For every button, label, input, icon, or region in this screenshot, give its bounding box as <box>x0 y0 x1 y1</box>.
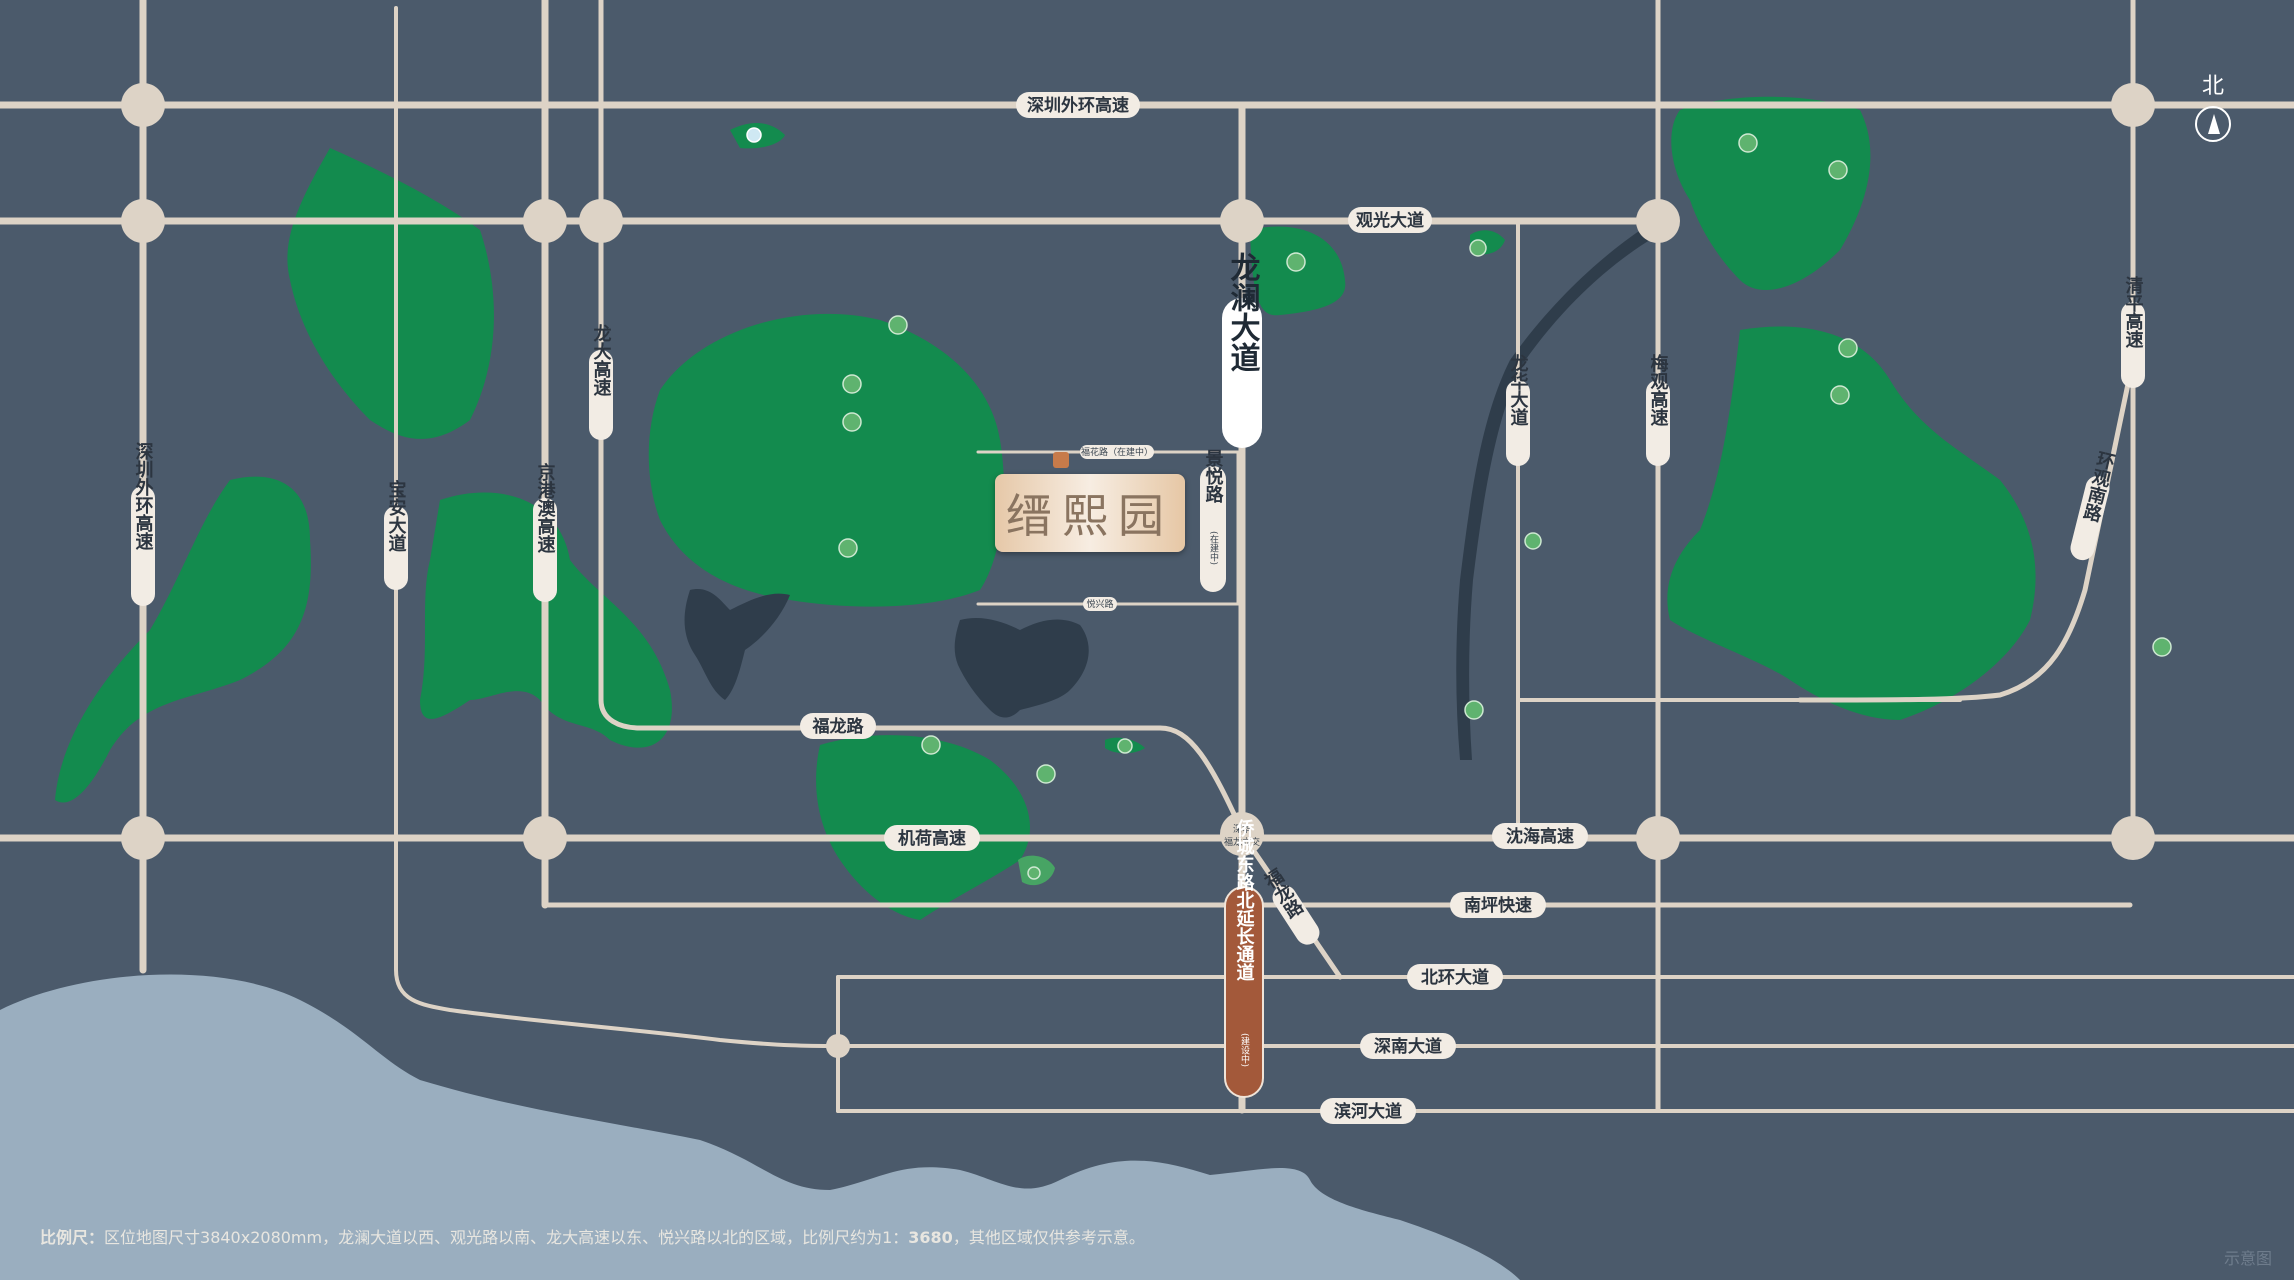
junction <box>1636 199 1680 243</box>
label-shenhai: 沈海高速 <box>1506 826 1574 847</box>
road-longda <box>598 0 1343 980</box>
road-huanguannan <box>1797 357 2136 703</box>
junction <box>2111 83 2155 127</box>
label-jihe: 机荷高速 <box>898 828 966 849</box>
caption-ratio: 3680 <box>908 1228 953 1247</box>
green-area-west-2 <box>55 476 311 803</box>
label-baoan: 宝安大道 <box>386 479 407 552</box>
label-shenzhen-outer-ring: 深圳外环高速 <box>1027 95 1129 116</box>
park-icon <box>1117 738 1133 754</box>
junction <box>1636 816 1680 860</box>
label-fulong: 福龙路 <box>812 716 865 737</box>
junctions <box>121 83 2155 1058</box>
label-fuhua: 福花路（在建中） <box>1081 446 1153 458</box>
junction-interchange <box>1220 812 1264 856</box>
park-icon <box>2152 637 2172 657</box>
park-icon <box>1524 532 1542 550</box>
junction <box>523 816 567 860</box>
project-pin-icon <box>1053 452 1069 468</box>
label-jingyue: 景悦路 <box>1203 449 1224 504</box>
park-icon <box>838 538 858 558</box>
label-yuexing: 悦兴路 <box>1086 598 1113 610</box>
park-icon <box>842 374 862 394</box>
green-area-central <box>648 313 1004 607</box>
label-interchange-1: 深华 <box>1233 823 1251 835</box>
label-qingping: 清平高速 <box>2123 276 2144 349</box>
sea <box>0 974 1520 1280</box>
caption-text: 区位地图尺寸3840x2080mm，龙澜大道以西、观光路以南、龙大高速以东、悦兴… <box>104 1228 909 1247</box>
road-labels-horizontal: 深圳外环高速 观光大道 福龙路 机荷高速 沈海高速 南坪快速 北环大道 深南大道… <box>800 92 1588 1124</box>
park-icon <box>1464 700 1484 720</box>
label-nanping: 南坪快速 <box>1464 895 1532 916</box>
label-longhua: 龙华大道 <box>1508 353 1529 426</box>
park-icon <box>888 315 908 335</box>
label-longlan: 龙澜大道 <box>1225 252 1261 373</box>
junction <box>1220 199 1264 243</box>
park-icon <box>1286 252 1306 272</box>
junction <box>579 199 623 243</box>
label-interchange-2: 福龙立交 <box>1224 836 1260 848</box>
road-baoan <box>394 6 840 1048</box>
park-icon <box>1027 866 1041 880</box>
park-markers <box>746 127 2172 880</box>
label-qiaocheng-note: (建设中) <box>1239 1033 1250 1067</box>
junction <box>2111 816 2155 860</box>
watermark: 示意图 <box>2223 1249 2272 1268</box>
scale-caption: 比例尺：区位地图尺寸3840x2080mm，龙澜大道以西、观光路以南、龙大高速以… <box>40 1224 1145 1248</box>
label-guanguang: 观光大道 <box>1355 210 1424 231</box>
north-indicator: 北 <box>2193 68 2233 142</box>
tunnel-qiaocheng <box>1224 886 1264 1098</box>
green-area-east <box>1667 326 2036 720</box>
label-meiguan: 梅观高速 <box>1648 353 1669 427</box>
green-area-northeast <box>1671 96 1871 290</box>
label-jingyue-note: (在建中) <box>1208 531 1219 565</box>
label-shenzhen-outer-ring-v: 深圳外环高速 <box>133 441 154 551</box>
caption-prefix: 比例尺： <box>40 1228 105 1247</box>
park-icon <box>921 735 941 755</box>
north-label: 北 <box>2201 74 2224 99</box>
park-icon <box>1469 239 1487 257</box>
junction <box>121 816 165 860</box>
water-bodies <box>684 215 1672 760</box>
reservoir-central <box>954 618 1089 718</box>
junction <box>121 199 165 243</box>
reservoir-west <box>684 589 790 700</box>
junction <box>121 83 165 127</box>
caption-suffix: ，其他区域仅供参考示意。 <box>952 1228 1145 1247</box>
project-label[interactable]: 缙熙园 <box>995 474 1185 552</box>
junction-small <box>826 1034 850 1058</box>
junction <box>523 199 567 243</box>
label-longda: 龙大高速 <box>591 323 612 397</box>
park-icon <box>842 412 862 432</box>
park-icon <box>1838 338 1858 358</box>
road-labels-vertical: 深圳外环高速 宝安大道 京港澳高速 龙大高速 龙澜大道 景悦路 (在建中) 龙华… <box>131 252 2145 1067</box>
label-qiaocheng: 侨城东路北延长通道 <box>1234 818 1256 981</box>
park-icon <box>1830 385 1850 405</box>
label-jinggangao: 京港澳高速 <box>535 462 556 554</box>
park-icon <box>1738 133 1758 153</box>
park-icon <box>746 127 762 143</box>
label-shennan: 深南大道 <box>1374 1036 1442 1057</box>
park-icon <box>1036 764 1056 784</box>
label-binhe: 滨河大道 <box>1334 1101 1402 1122</box>
park-icon <box>1828 160 1848 180</box>
compass-icon <box>2195 106 2231 142</box>
label-beihuan: 北环大道 <box>1421 967 1489 988</box>
